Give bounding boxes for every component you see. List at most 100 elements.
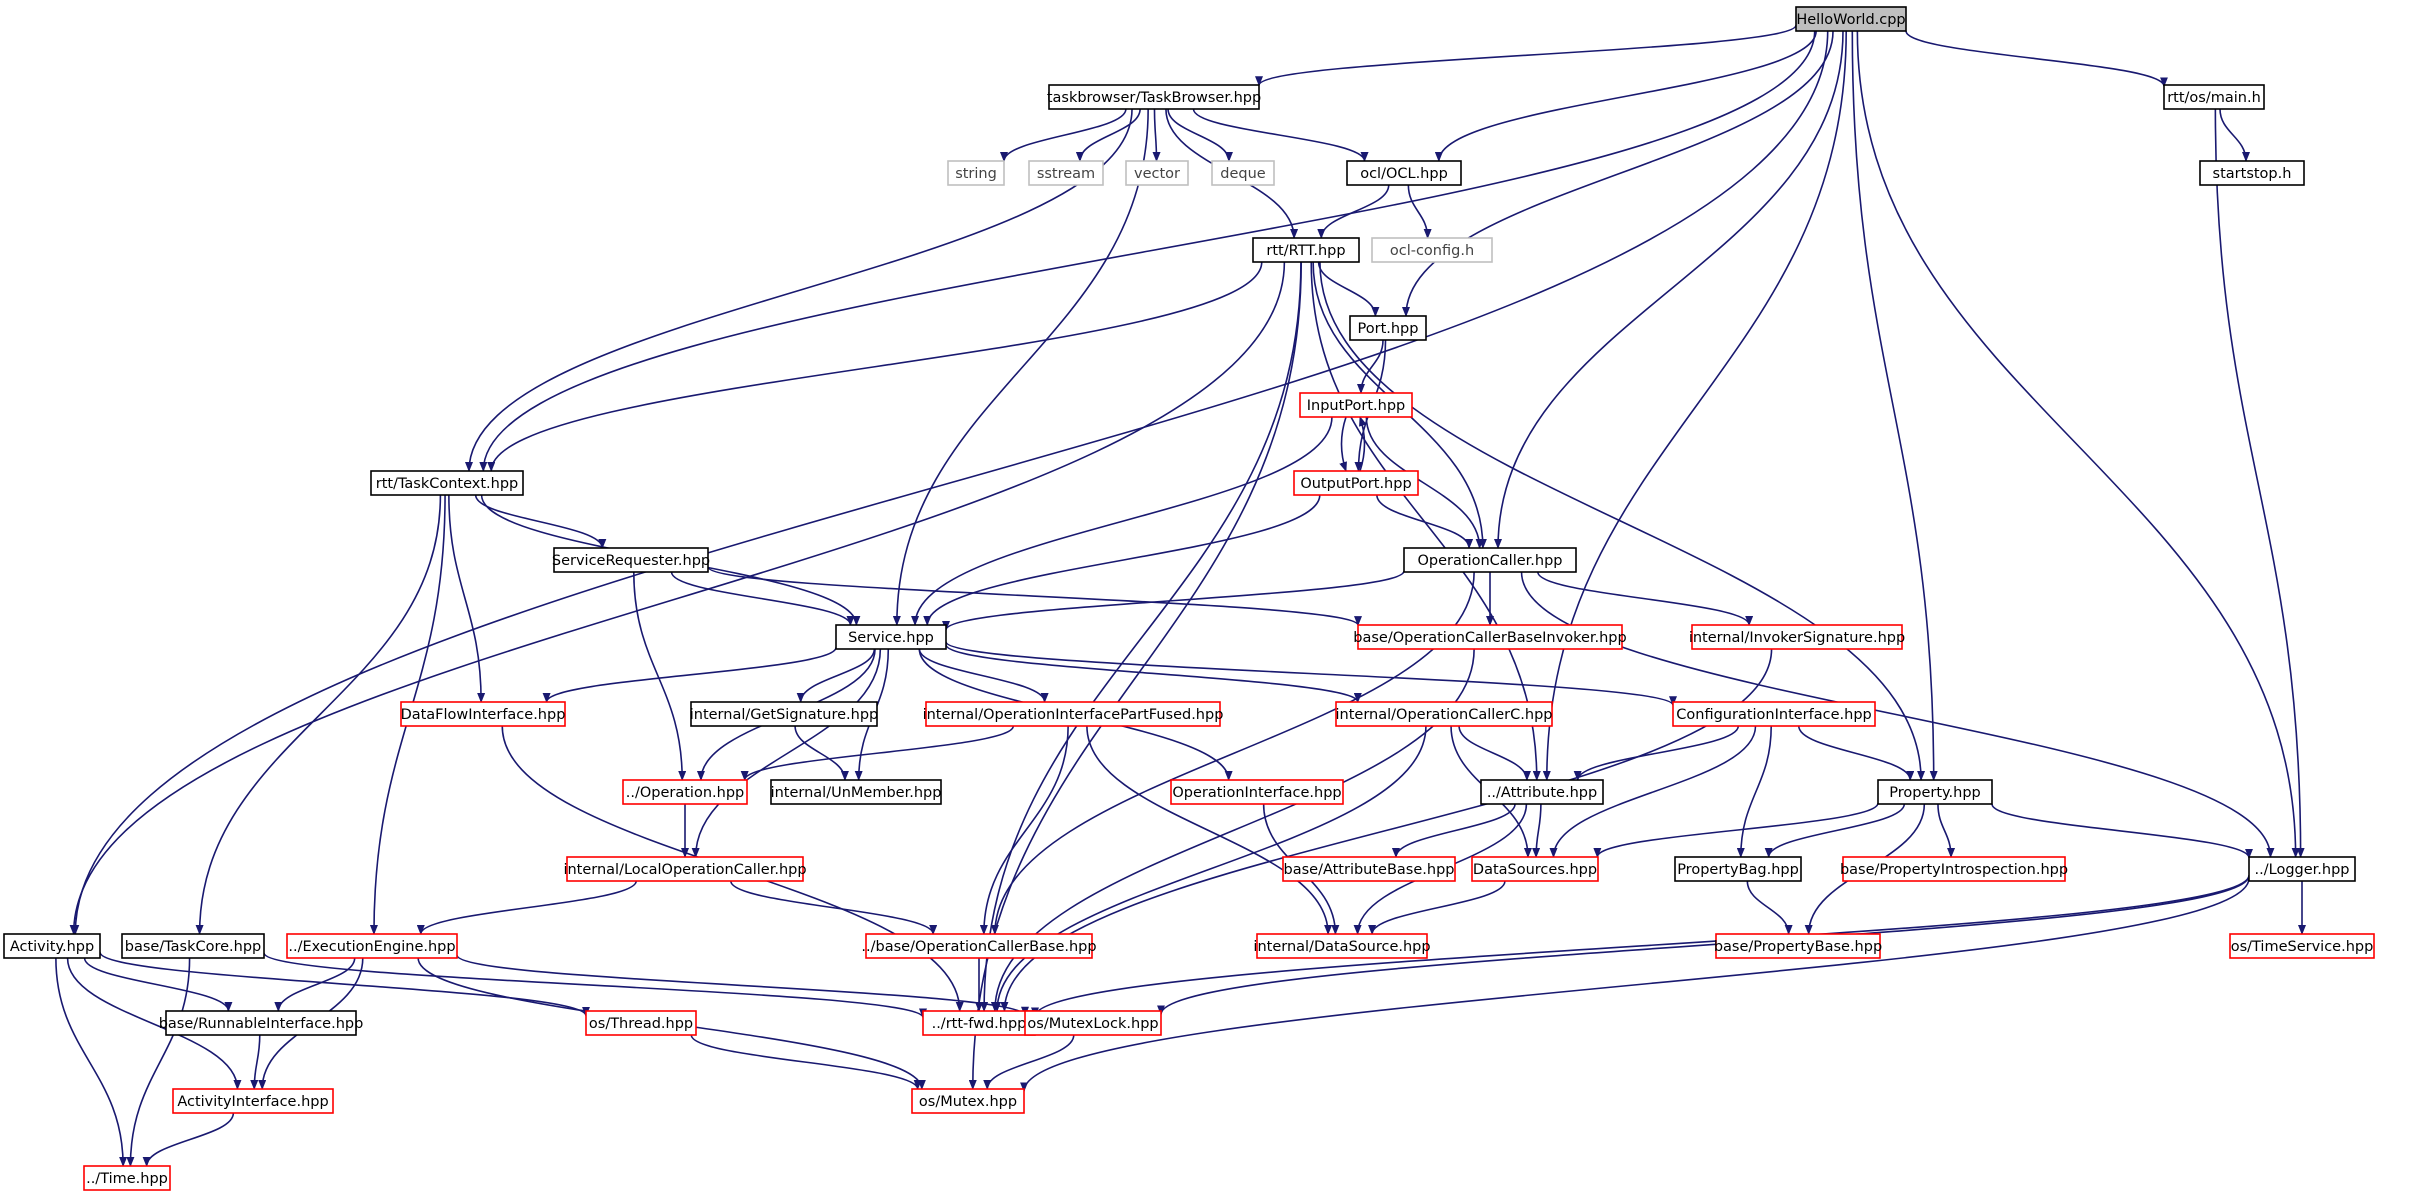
node-ocl[interactable]: ocl/OCL.hpp (1346, 160, 1462, 186)
node-box (1480, 779, 1604, 805)
edge-taskbrowser-to-service (892, 108, 1149, 626)
node-operation[interactable]: ../Operation.hpp (622, 779, 748, 805)
node-attribute[interactable]: ../Attribute.hpp (1480, 779, 1604, 805)
node-label: OperationCaller.hpp (1418, 553, 1563, 569)
node-box (1048, 84, 1260, 110)
node-datasources[interactable]: DataSources.hpp (1471, 856, 1599, 882)
node-invokersignature[interactable]: internal/InvokerSignature.hpp (1689, 624, 1905, 650)
node-operationinterface[interactable]: OperationInterface.hpp (1170, 779, 1344, 805)
node-taskbrowser[interactable]: taskbrowser/TaskBrowser.hpp (1047, 84, 1261, 110)
node-startstop[interactable]: startstop.h (2199, 160, 2305, 186)
node-label: ../Logger.hpp (2255, 862, 2350, 878)
edge-localoperationcaller-to-opcallerbase (730, 880, 938, 935)
node-box (83, 1165, 171, 1191)
edge-service-to-localoperationcaller (691, 648, 882, 858)
node-label: ActivityInterface.hpp (177, 1094, 328, 1110)
edge-outputport-to-operationcaller (1376, 494, 1474, 549)
node-label: OperationInterface.hpp (1172, 785, 1341, 801)
node-service[interactable]: Service.hpp (835, 624, 947, 650)
edge-service-to-dataflowinterface (542, 647, 837, 703)
node-runnableinterface[interactable]: base/RunnableInterface.hpp (159, 1010, 364, 1036)
node-port[interactable]: Port.hpp (1349, 315, 1427, 341)
node-propertybag[interactable]: PropertyBag.hpp (1674, 856, 1802, 882)
node-executionengine[interactable]: ../ExecutionEngine.hpp (286, 933, 458, 959)
node-label: os/MutexLock.hpp (1027, 1016, 1158, 1032)
edge-getsignature-to-unmember (794, 725, 849, 781)
node-box (1691, 624, 1903, 650)
node-label: base/TaskCore.hpp (125, 939, 262, 955)
node-rttfwd[interactable]: ../rtt-fwd.hpp (922, 1010, 1036, 1036)
node-label: ConfigurationInterface.hpp (1676, 707, 1871, 723)
node-box (1672, 701, 1876, 727)
edge-helloworld-to-operationcaller (1494, 30, 1844, 549)
node-unmember[interactable]: internal/UnMember.hpp (770, 779, 942, 805)
node-timeservice[interactable]: os/TimeService.hpp (2229, 933, 2375, 959)
node-box (165, 1010, 357, 1036)
node-mutexlock[interactable]: os/MutexLock.hpp (1024, 1010, 1162, 1036)
node-configurationinterface[interactable]: ConfigurationInterface.hpp (1672, 701, 1876, 727)
node-activityinterface[interactable]: ActivityInterface.hpp (172, 1088, 334, 1114)
node-box (1842, 856, 2066, 882)
edge-inputport-to-operationcaller (1365, 416, 1484, 549)
node-label: os/Thread.hpp (589, 1016, 693, 1032)
edge-rtt-to-property (1319, 261, 1926, 781)
node-activity[interactable]: Activity.hpp (3, 933, 101, 959)
node-operationcaller[interactable]: OperationCaller.hpp (1403, 547, 1577, 573)
node-label: rtt/RTT.hpp (1266, 243, 1345, 259)
edge-logger-to-mutexlock (1157, 875, 2250, 1016)
node-label: ocl-config.h (1390, 243, 1474, 259)
node-label: Property.hpp (1889, 785, 1981, 801)
node-box (1211, 160, 1275, 186)
node-label: rtt/os/main.h (2167, 90, 2261, 106)
node-box (400, 701, 566, 727)
node-servicerequester[interactable]: ServiceRequester.hpp (552, 547, 710, 573)
node-box (2248, 856, 2356, 882)
node-box (1357, 624, 1623, 650)
node-datasource[interactable]: internal/DataSource.hpp (1253, 933, 1431, 959)
edge-taskbrowser-to-deque (1167, 108, 1233, 162)
node-main[interactable]: rtt/os/main.h (2163, 84, 2265, 110)
node-string: string (947, 160, 1005, 186)
node-outputport[interactable]: OutputPort.hpp (1293, 470, 1419, 496)
node-logger[interactable]: ../Logger.hpp (2248, 856, 2356, 882)
node-box (2229, 933, 2375, 959)
node-box (1299, 392, 1413, 418)
node-dataflowinterface[interactable]: DataFlowInterface.hpp (400, 701, 566, 727)
node-getsignature[interactable]: internal/GetSignature.hpp (690, 701, 879, 727)
node-opinterfacepartfused[interactable]: internal/OperationInterfacePartFused.hpp (923, 701, 1224, 727)
node-label: ../Attribute.hpp (1487, 785, 1597, 801)
node-rtt[interactable]: rtt/RTT.hpp (1252, 237, 1360, 263)
node-box (1715, 933, 1881, 959)
node-helloworld[interactable]: HelloWorld.cpp (1795, 6, 1907, 32)
node-time[interactable]: ../Time.hpp (83, 1165, 171, 1191)
node-label: rtt/TaskContext.hpp (376, 476, 519, 492)
edge-operationcaller-to-service (942, 570, 1405, 631)
edge-rtt-to-port (1317, 261, 1380, 317)
node-taskcontext[interactable]: rtt/TaskContext.hpp (370, 470, 524, 496)
edge-property-to-propertybag (1764, 803, 1906, 858)
node-box (1335, 701, 1553, 727)
edge-activity-to-time (55, 957, 128, 1167)
node-property[interactable]: Property.hpp (1877, 779, 1993, 805)
node-box (770, 779, 942, 805)
node-opcallerbaseinvoker[interactable]: base/OperationCallerBaseInvoker.hpp (1353, 624, 1627, 650)
node-localoperationcaller[interactable]: internal/LocalOperationCaller.hpp (563, 856, 807, 882)
node-label: ServiceRequester.hpp (552, 553, 710, 569)
node-inputport[interactable]: InputPort.hpp (1299, 392, 1413, 418)
node-attributebase[interactable]: base/AttributeBase.hpp (1282, 856, 1456, 882)
node-taskcore[interactable]: base/TaskCore.hpp (121, 933, 265, 959)
node-opcallerbase[interactable]: ../base/OperationCallerBase.hpp (861, 933, 1097, 959)
edge-service-to-operationcallerc (945, 644, 1362, 703)
node-mutex[interactable]: os/Mutex.hpp (911, 1088, 1025, 1114)
edge-port-to-inputport (1356, 339, 1384, 394)
edge-operationcaller-to-invokersignature (1537, 571, 1754, 626)
node-propertybase[interactable]: base/PropertyBase.hpp (1714, 933, 1882, 959)
node-propertyintrospection[interactable]: base/PropertyIntrospection.hpp (1840, 856, 2068, 882)
node-operationcallerc[interactable]: internal/OperationCallerC.hpp (1335, 701, 1553, 727)
node-thread[interactable]: os/Thread.hpp (585, 1010, 697, 1036)
node-oclconfig: ocl-config.h (1371, 237, 1493, 263)
node-box (1256, 933, 1428, 959)
node-label: vector (1134, 166, 1180, 182)
node-box (1252, 237, 1360, 263)
edge-helloworld-to-main (1905, 30, 2168, 88)
